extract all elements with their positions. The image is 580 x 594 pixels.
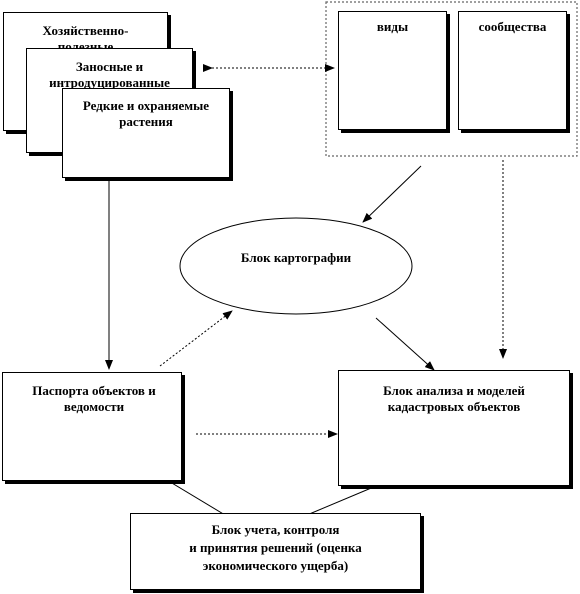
analysis-block: Блок анализа и моделей кадастровых объек… — [338, 370, 570, 486]
accounting-block-line2: и принятия решений (оценка — [189, 540, 362, 555]
cadastre-communities-box: сообщества — [458, 11, 567, 130]
cadastre-species-box: виды — [338, 11, 447, 130]
flora-group-rare: Редкие и охраняемые растения — [62, 88, 230, 178]
accounting-block: Блок учета, контроля и принятия решений … — [130, 513, 421, 590]
cadastre-species-label: виды — [376, 19, 409, 34]
arrow-passports-to-cartography — [159, 310, 233, 367]
flora-group-introduced-label: Заносные и интродуцированные — [49, 59, 170, 90]
analysis-block-label: Блок анализа и моделей кадастровых объек… — [383, 383, 525, 414]
arrow-objects-to-cartography — [362, 165, 422, 223]
accounting-block-line1: Блок учета, контроля — [211, 522, 340, 537]
passports-block-label: Паспорта объектов и ведомости — [32, 383, 156, 414]
cadastre-communities-label: сообщества — [478, 19, 547, 34]
link-analysis-to-accounting — [306, 485, 377, 516]
cartography-block-label: Блок картографии — [240, 250, 352, 265]
passports-block: Паспорта объектов и ведомости — [2, 372, 182, 481]
cartography-ellipse — [179, 217, 413, 315]
flora-group-rare-label: Редкие и охраняемые растения — [82, 98, 210, 129]
cadastre-objects-frame — [325, 1, 578, 157]
arrow-cartography-to-analysis — [375, 317, 435, 371]
accounting-block-line3: экономического ущерба) — [202, 558, 349, 573]
